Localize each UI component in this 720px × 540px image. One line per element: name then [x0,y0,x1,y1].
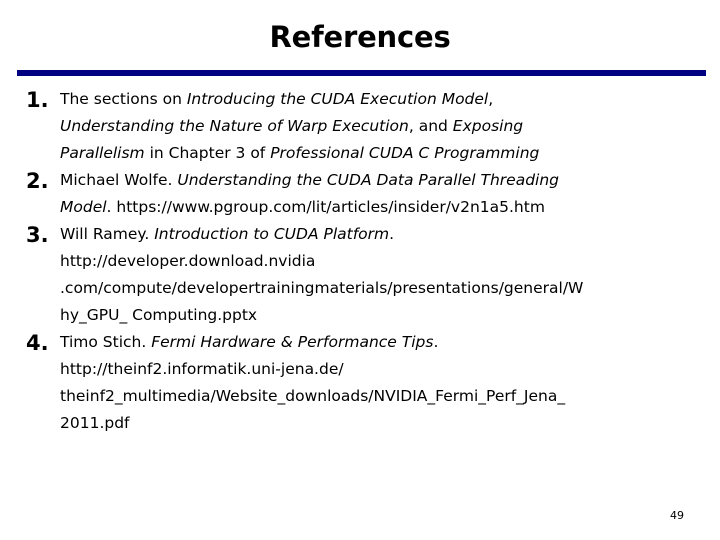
reference-text: Will Ramey. Introduction to CUDA Platfor… [60,221,706,329]
reference-title-run: Understanding the CUDA Data Parallel Thr… [177,171,560,189]
reference-line: .com/compute/developertrainingmaterials/… [60,275,706,302]
reference-text: The sections on Introducing the CUDA Exe… [60,86,706,167]
reference-text: Michael Wolfe. Understanding the CUDA Da… [60,167,706,221]
reference-line: Understanding the Nature of Warp Executi… [60,113,706,140]
reference-text-run: Michael Wolfe. [60,171,178,189]
reference-text-run: . [433,333,439,351]
reference-text-run: http://theinf2.informatik.uni-jena.de/ [60,360,344,378]
reference-title-run: Exposing [452,117,524,135]
reference-title-run: Understanding the Nature of Warp Executi… [60,117,409,135]
reference-text-run: , and [408,117,453,135]
reference-line: Will Ramey. Introduction to CUDA Platfor… [60,221,706,248]
reference-text-run: hy_GPU_ Computing.pptx [60,306,258,324]
reference-text-run: . [389,225,395,243]
reference-line: 2011.pdf [60,410,706,437]
reference-number: 3. [26,223,49,247]
reference-text-run: Timo Stich. [60,333,152,351]
reference-text-run: . https://www.pgroup.com/lit/articles/in… [106,198,545,216]
references-list: 1. The sections on Introducing the CUDA E… [26,86,706,437]
reference-text-run: .com/compute/developertrainingmaterials/… [60,279,584,297]
reference-text-run: 2011.pdf [60,414,130,432]
reference-text-run: Will Ramey. [60,225,155,243]
reference-title-run: Model [60,198,107,216]
reference-title-run: Fermi Hardware & Performance Tips [151,333,434,351]
reference-text-run: in Chapter 3 of [144,144,271,162]
reference-line: http://theinf2.informatik.uni-jena.de/ [60,356,706,383]
reference-title-run: Parallelism [60,144,145,162]
reference-item: 1. The sections on Introducing the CUDA E… [26,86,706,167]
reference-line: Parallelism in Chapter 3 of Professional… [60,140,706,167]
reference-line: hy_GPU_ Computing.pptx [60,302,706,329]
reference-line: Model. https://www.pgroup.com/lit/articl… [60,194,706,221]
reference-text: Timo Stich. Fermi Hardware & Performance… [60,329,706,437]
title-underline-rule [17,70,706,76]
reference-item: 4. Timo Stich. Fermi Hardware & Performan… [26,329,706,437]
reference-line: http://developer.download.nvidia [60,248,706,275]
reference-number: 1. [26,88,49,112]
reference-title-run: Professional CUDA C Programming [270,144,540,162]
reference-text-run: theinf2_multimedia/Website_downloads/NVI… [60,387,566,405]
reference-text-run: http://developer.download.nvidia [60,252,316,270]
reference-number: 4. [26,331,49,355]
page-number: 49 [670,509,684,522]
reference-line: theinf2_multimedia/Website_downloads/NVI… [60,383,706,410]
reference-text-run: , [488,90,494,108]
reference-title-run: Introduction to CUDA Platform [154,225,390,243]
page-title: References [269,20,451,54]
reference-item: 3. Will Ramey. Introduction to CUDA Platf… [26,221,706,329]
reference-line: Timo Stich. Fermi Hardware & Performance… [60,329,706,356]
reference-text-run: The sections on [60,90,187,108]
reference-title-run: Introducing the CUDA Execution Model [186,90,489,108]
reference-line: The sections on Introducing the CUDA Exe… [60,86,706,113]
reference-number: 2. [26,169,49,193]
reference-item: 2. Michael Wolfe. Understanding the CUDA … [26,167,706,221]
reference-line: Michael Wolfe. Understanding the CUDA Da… [60,167,706,194]
